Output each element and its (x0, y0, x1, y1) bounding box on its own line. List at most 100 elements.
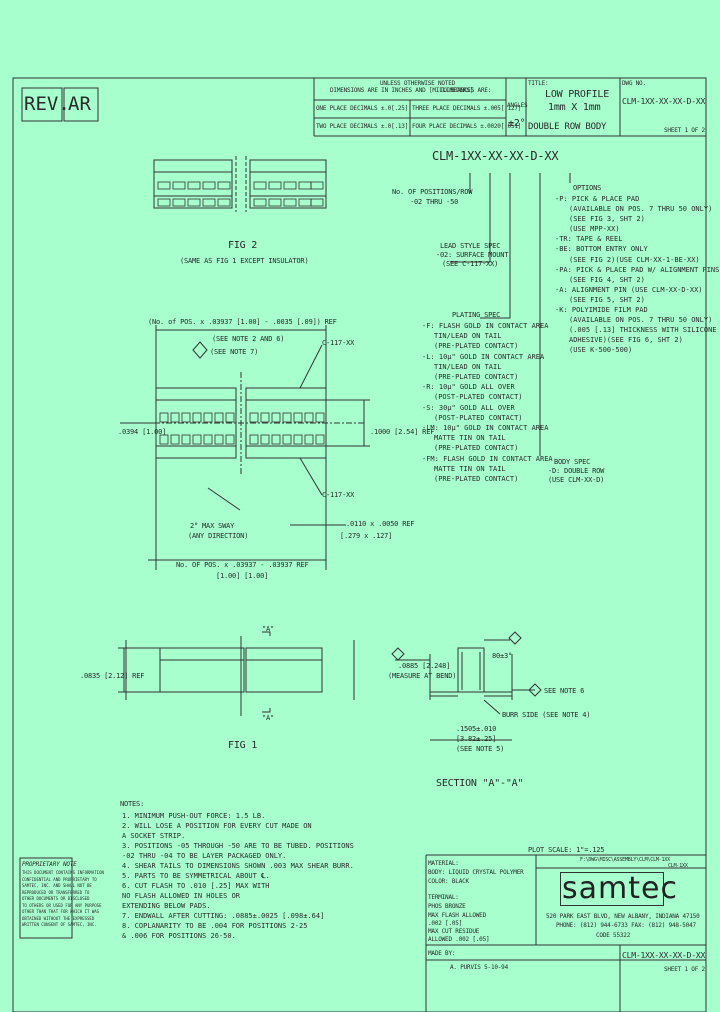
code-lead-style: LEAD STYLE SPEC (440, 242, 501, 250)
proprietary-line: SAMTEC, INC. AND SHALL NOT BE (22, 883, 92, 888)
file-sub: CLM-1XX (668, 863, 688, 869)
proprietary-title: PROPRIETARY NOTE (22, 861, 77, 868)
fig1-connector (120, 325, 370, 570)
option-item: -TR: TAPE & REEL (555, 235, 623, 244)
section-dim-measure: .0885 [2.248] (398, 662, 451, 670)
body-spec-double: -D: DOUBLE ROW (548, 467, 605, 475)
note-item: NO FLASH ALLOWED IN HOLES OR (122, 892, 241, 900)
plating-item: -F: FLASH GOLD IN CONTACT AREA (422, 322, 549, 330)
options-title: OPTIONS (573, 184, 602, 192)
body-spec-title: BODY SPEC (554, 458, 591, 466)
proprietary-line: CONFIDENTIAL AND PROPRIETARY TO (22, 876, 97, 882)
plating-item: -L: 10µ" GOLD IN CONTACT AREA (422, 352, 545, 361)
plating-title: PLATING SPEC (452, 311, 501, 319)
fig1-dim-pitch-mm: [.279 x .127] (340, 532, 393, 540)
part-code: CLM-1XX-XX-XX-D-XX (432, 149, 559, 163)
option-item: (AVAILABLE ON POS. 7 THRU 50 ONLY) (569, 316, 713, 325)
code-surface-mount: -02: SURFACE MOUNT (436, 251, 509, 259)
samtec-logo-frame (560, 872, 664, 906)
dwg-no: CLM-1XX-XX-XX-D-XX (622, 97, 706, 106)
plating-item: -R: 10µ" GOLD ALL OVER (422, 383, 515, 392)
section-view (395, 639, 535, 741)
plating-item: (PRE-PLATED CONTACT) (434, 342, 519, 351)
note-item: 3. POSITIONS -05 THROUGH -50 ARE TO BE T… (122, 842, 354, 850)
terminal-label: TERMINAL: (428, 894, 459, 901)
fig1-break-away: 2° MAX SWAY (190, 522, 235, 530)
tol-two-place: TWO PLACE DECIMALS ±.0[.13] (316, 123, 409, 130)
section-angle: 80±3° (492, 652, 513, 660)
proprietary-line: WRITTEN CONSENT OF SAMTEC, INC. (22, 922, 97, 927)
bottom-dwg-no: CLM-1XX-XX-XX-D-XX (622, 951, 706, 960)
options-list: -P: PICK & PLACE PAD (AVAILABLE ON POS. … (555, 194, 719, 356)
option-item: (SEE FIG 5, SHT 2) (569, 295, 645, 304)
section-dim-bottom-mm: [3.82±.25] (456, 735, 497, 743)
fig2-connector (153, 156, 327, 212)
proprietary-line: OTHER THAN THAT FOR WHICH IT WAS (22, 909, 100, 914)
tol-header-3: TOLERANCES ARE: (440, 87, 492, 94)
company-address: 520 PARK EAST BLVD, NEW ALBANY, INDIANA … (546, 913, 700, 920)
note-item: EXTENDING BELOW PADS. (122, 902, 211, 910)
section-title: SECTION "A"-"A" (436, 778, 524, 789)
fig1-dim-left: .0394 [1.00] (118, 428, 167, 436)
tol-four-place: FOUR PLACE DECIMALS ±.0020[.051] (412, 123, 522, 130)
proprietary-line: OBTAINED WITHOUT THE EXPRESSED (22, 915, 95, 921)
terminal-material: PHOS BRONZE (428, 903, 466, 910)
proprietary-text: THIS DOCUMENT CONTAINS INFORMATION CONFI… (22, 870, 104, 929)
note-item: 4. SHEAR TAILS TO DIMENSIONS SHOWN .003 … (122, 862, 354, 870)
fig1-note-a: (SEE NOTE 2 AND 6) (212, 335, 285, 343)
option-item: (SEE FIG 3, SHT 2) (569, 215, 645, 224)
a-marker-top: "A" (262, 625, 275, 633)
fig1-label: FIG 1 (228, 740, 258, 751)
note-item: -02 THRU -04 TO BE LAYER PACKAGED ONLY. (122, 852, 287, 860)
section-see-note5: (SEE NOTE 5) (456, 745, 505, 753)
sheet-number: SHEET 1 OF 2 (664, 127, 705, 134)
samtec-logo: samtec (562, 871, 678, 906)
plating-item: MATTE TIN ON TAIL (434, 464, 506, 473)
fig1-dim-bottom-mm: [1.00] [1.00] (216, 572, 269, 580)
bottom-sheet: SHEET 1 OF 2 (664, 966, 705, 973)
body-spec-use: (USE CLM-XX-D) (548, 476, 605, 484)
fig2-label: FIG 2 (228, 240, 258, 251)
tol-header-1: UNLESS OTHERWISE NOTED (380, 80, 456, 87)
plot-scale: PLOT SCALE: 1"=.125 (528, 846, 605, 854)
option-item: -K: POLYIMIDE FILM PAD (555, 306, 648, 315)
note-item: 1. MINIMUM PUSH-OUT FORCE: 1.5 LB. (122, 812, 266, 820)
plating-list: -F: FLASH GOLD IN CONTACT AREA TIN/LEAD … (422, 321, 553, 484)
fig1-dim-top: (No. of POS. x .03937 [1.00] - .0035 [.0… (148, 318, 337, 326)
plating-item: -LM: 10µ" GOLD IN CONTACT AREA (422, 424, 549, 433)
code-pos-range: -02 THRU -50 (410, 198, 459, 206)
title-line-1: LOW PROFILE (545, 89, 610, 100)
material-label: MATERIAL: (428, 860, 459, 867)
material-body: BODY: LIQUID CRYSTAL POLYMER (428, 869, 524, 876)
note-item: 2. WILL LOSE A POSITION FOR EVERY CUT MA… (122, 822, 312, 830)
plating-item: (PRE-PLATED CONTACT) (434, 373, 519, 382)
note-item: A SOCKET STRIP. (122, 832, 186, 840)
tol-one-place: ONE PLACE DECIMALS ±.0[.25] (316, 105, 409, 112)
tol-header-2: DIMENSIONS ARE IN INCHES AND [MILLIMETER… (330, 87, 474, 94)
note-item: & .006 FOR POSITIONS 26-50. (122, 932, 236, 940)
sheet-border (12, 77, 707, 1012)
plating-item: MATTE TIN ON TAIL (434, 434, 506, 443)
rev-value: AR (68, 93, 91, 115)
material-color: COLOR: BLACK (428, 878, 469, 885)
note-balloons (192, 341, 542, 697)
proprietary-line: OTHER DOCUMENTS OR DISCLOSED (22, 896, 90, 901)
notes-list: 1. MINIMUM PUSH-OUT FORCE: 1.5 LB. 2. WI… (122, 811, 354, 941)
option-item: -P: PICK & PLACE PAD (555, 195, 640, 203)
option-item: (SEE FIG 2)(USE CLM-XX-1-BE-XX) (569, 255, 700, 264)
company-code: CODE 55322 (596, 932, 631, 939)
fig1-ref-c117-top: C-117-XX (322, 339, 355, 347)
rev-label: REV. (24, 93, 70, 115)
max-flash-label: MAX FLASH ALLOWED (428, 912, 487, 919)
fig1-note-b: (SEE NOTE 7) (210, 348, 259, 356)
made-by-label: MADE BY: (428, 950, 456, 957)
note-item: 6. CUT FLASH TO .010 [.25] MAX WITH (122, 882, 270, 890)
title-block-grid (19, 78, 706, 1012)
plating-item: -S: 30µ" GOLD ALL OVER (422, 403, 515, 412)
option-item: (USE MPP-XX) (569, 225, 620, 234)
option-item: (USE K-500-500) (569, 346, 633, 355)
fig1-slots (159, 412, 325, 445)
title-line-2: 1mm X 1mm (548, 102, 601, 113)
fig2-slots (157, 181, 324, 207)
